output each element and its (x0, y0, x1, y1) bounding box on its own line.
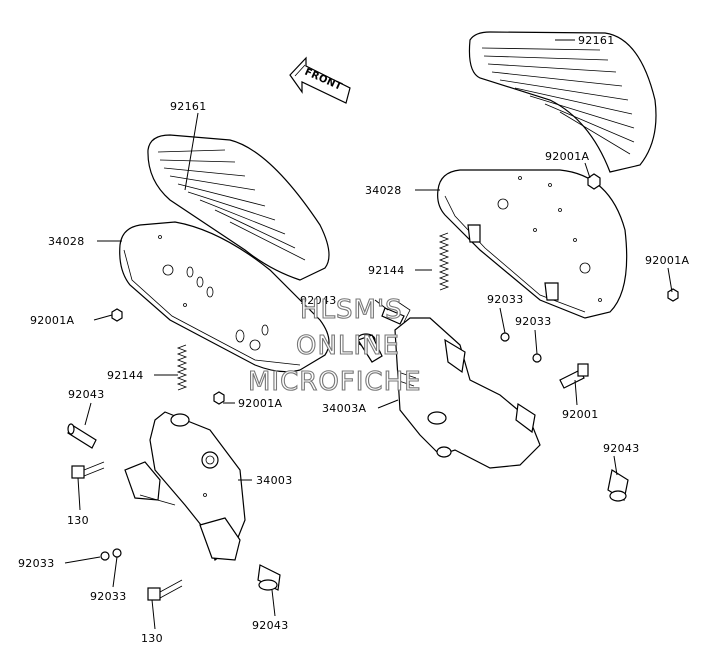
pin-92043-mid (381, 307, 405, 325)
callout-34028-right: 34028 (365, 184, 402, 197)
bolt-92001 (559, 363, 589, 389)
callout-92001a-left-bottom: 92001A (238, 397, 282, 410)
callout-34003a: 34003A (322, 402, 366, 415)
callout-92033-top: 92033 (487, 293, 524, 306)
callout-92144-left: 92144 (107, 369, 144, 382)
watermark-line3: MICROFICHE (248, 367, 422, 397)
front-arrow-icon: FRONT (289, 56, 351, 104)
callout-92043-right: 92043 (603, 442, 640, 455)
spring-right (438, 232, 450, 291)
callout-92001a-right: 92001A (645, 254, 689, 267)
bolt-130-bottom (147, 579, 183, 601)
callout-92001a-right-top: 92001A (545, 150, 589, 163)
callout-92033-bottom: 92033 (90, 590, 127, 603)
callout-92043-bottom: 92043 (252, 619, 289, 632)
callout-92144-right: 92144 (368, 264, 405, 277)
callout-92033-mid: 92033 (515, 315, 552, 328)
pin-92043-right (607, 469, 629, 502)
callout-34003: 34003 (256, 474, 293, 487)
callout-92161-right: 92161 (578, 34, 615, 47)
callout-130-top: 130 (67, 514, 89, 527)
watermark-line1: HLSM'S (300, 295, 403, 325)
callout-92001a-left: 92001A (30, 314, 74, 327)
callout-34028-left: 34028 (48, 235, 85, 248)
callout-92033-left: 92033 (18, 557, 55, 570)
left-floorboard-pad (147, 134, 330, 281)
watermark: HLSM'S ONLINE MICROFICHE (247, 294, 422, 397)
leader-lines (64, 39, 673, 630)
left-floorboard-base (119, 221, 330, 373)
callout-92043-left: 92043 (68, 388, 105, 401)
pin-92043-left (67, 423, 97, 449)
washers (100, 332, 542, 561)
watermark-line2: ONLINE (296, 331, 400, 361)
right-floorboard-base (437, 169, 628, 319)
pin-92043-bottom (257, 564, 281, 591)
callout-92043-mid: 92043 (300, 294, 337, 307)
right-bracket-34003a (356, 299, 541, 469)
nuts-92001a (111, 173, 679, 405)
callout-92001: 92001 (562, 408, 599, 421)
callout-92161-left: 92161 (170, 100, 207, 113)
left-bracket-34003 (124, 411, 246, 561)
callout-130-bottom: 130 (141, 632, 163, 645)
spring-left (176, 344, 188, 391)
right-floorboard-pad (468, 31, 657, 173)
bolt-130-top (71, 461, 105, 479)
